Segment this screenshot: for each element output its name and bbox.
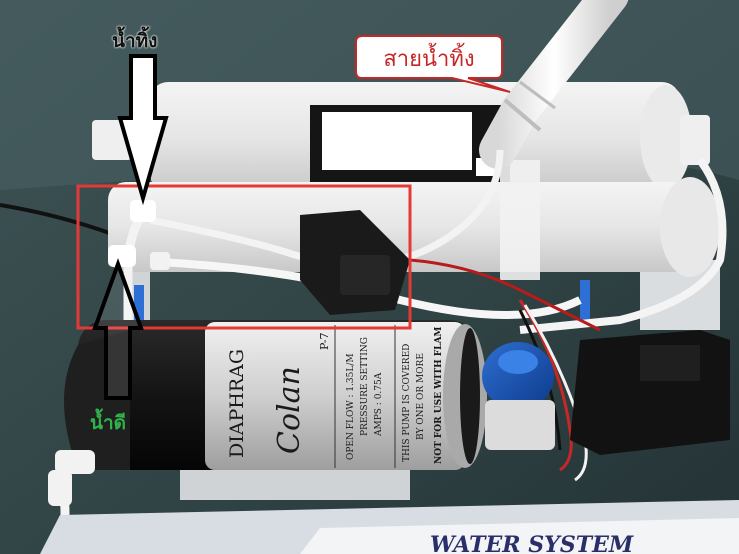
callout-bubble: [355, 35, 511, 93]
connector-cap: [340, 255, 390, 295]
fitting-3: [150, 252, 170, 270]
drain-hose-joint: [503, 98, 542, 132]
filter-end-cap: [660, 177, 720, 277]
highlight-box: [76, 184, 412, 330]
transformer-label: [640, 345, 700, 381]
good-water-label: น้ำดี: [90, 412, 126, 434]
fitting-1: [130, 200, 156, 222]
valve-base: [485, 400, 555, 450]
pump-elbow: [55, 450, 95, 474]
drain-hose: [479, 0, 629, 169]
pump-brand-left: DIAPHRAG: [226, 348, 248, 458]
fitting-2: [108, 245, 136, 267]
blue-solenoid-top: [498, 350, 538, 374]
pump-elbow-2: [48, 470, 72, 506]
tube-3: [159, 258, 582, 319]
pump-mount: [180, 470, 410, 500]
pump-spec-6: NOT FOR USE WITH FLAM: [434, 326, 444, 464]
housing-right-clip: [680, 115, 710, 165]
down-arrow: [117, 54, 169, 206]
pump-spec-3: AMPS : 0.75A: [374, 372, 384, 436]
bottom-plate-band: [300, 518, 739, 554]
drain-hose-joint-2: [519, 80, 556, 110]
housing-end-cap: [640, 85, 692, 189]
blue-post-left: [134, 285, 144, 325]
pump-label-end-dark: [460, 328, 480, 464]
pump-brand-right: Colan: [272, 366, 307, 454]
drain-hose-callout-label: สายน้ำทิ้ง: [383, 46, 475, 72]
pump-spec-2: PRESSURE SETTING: [360, 337, 370, 436]
pump-model: P-7: [318, 332, 331, 350]
filter-housing: [108, 182, 708, 272]
reject-water-label: น้ำทิ้ง: [112, 30, 158, 52]
housing-label-white: [322, 112, 472, 170]
pump-spec-4: THIS PUMP IS COVERED: [402, 343, 412, 462]
plate-brand-text: WATER SYSTEM: [430, 532, 634, 554]
up-arrow: [92, 258, 144, 400]
filter-bracket: [500, 160, 540, 280]
pump-spec-1: OPEN FLOW : 1.35L/M: [346, 353, 356, 460]
red-wire-2: [518, 299, 573, 472]
black-cable: [0, 203, 116, 237]
blue-post-right: [580, 280, 590, 320]
pump-spec-5: BY ONE OR MORE: [416, 353, 426, 440]
tube-4: [519, 157, 727, 334]
pump-head: [64, 330, 130, 470]
red-wire: [409, 258, 601, 332]
